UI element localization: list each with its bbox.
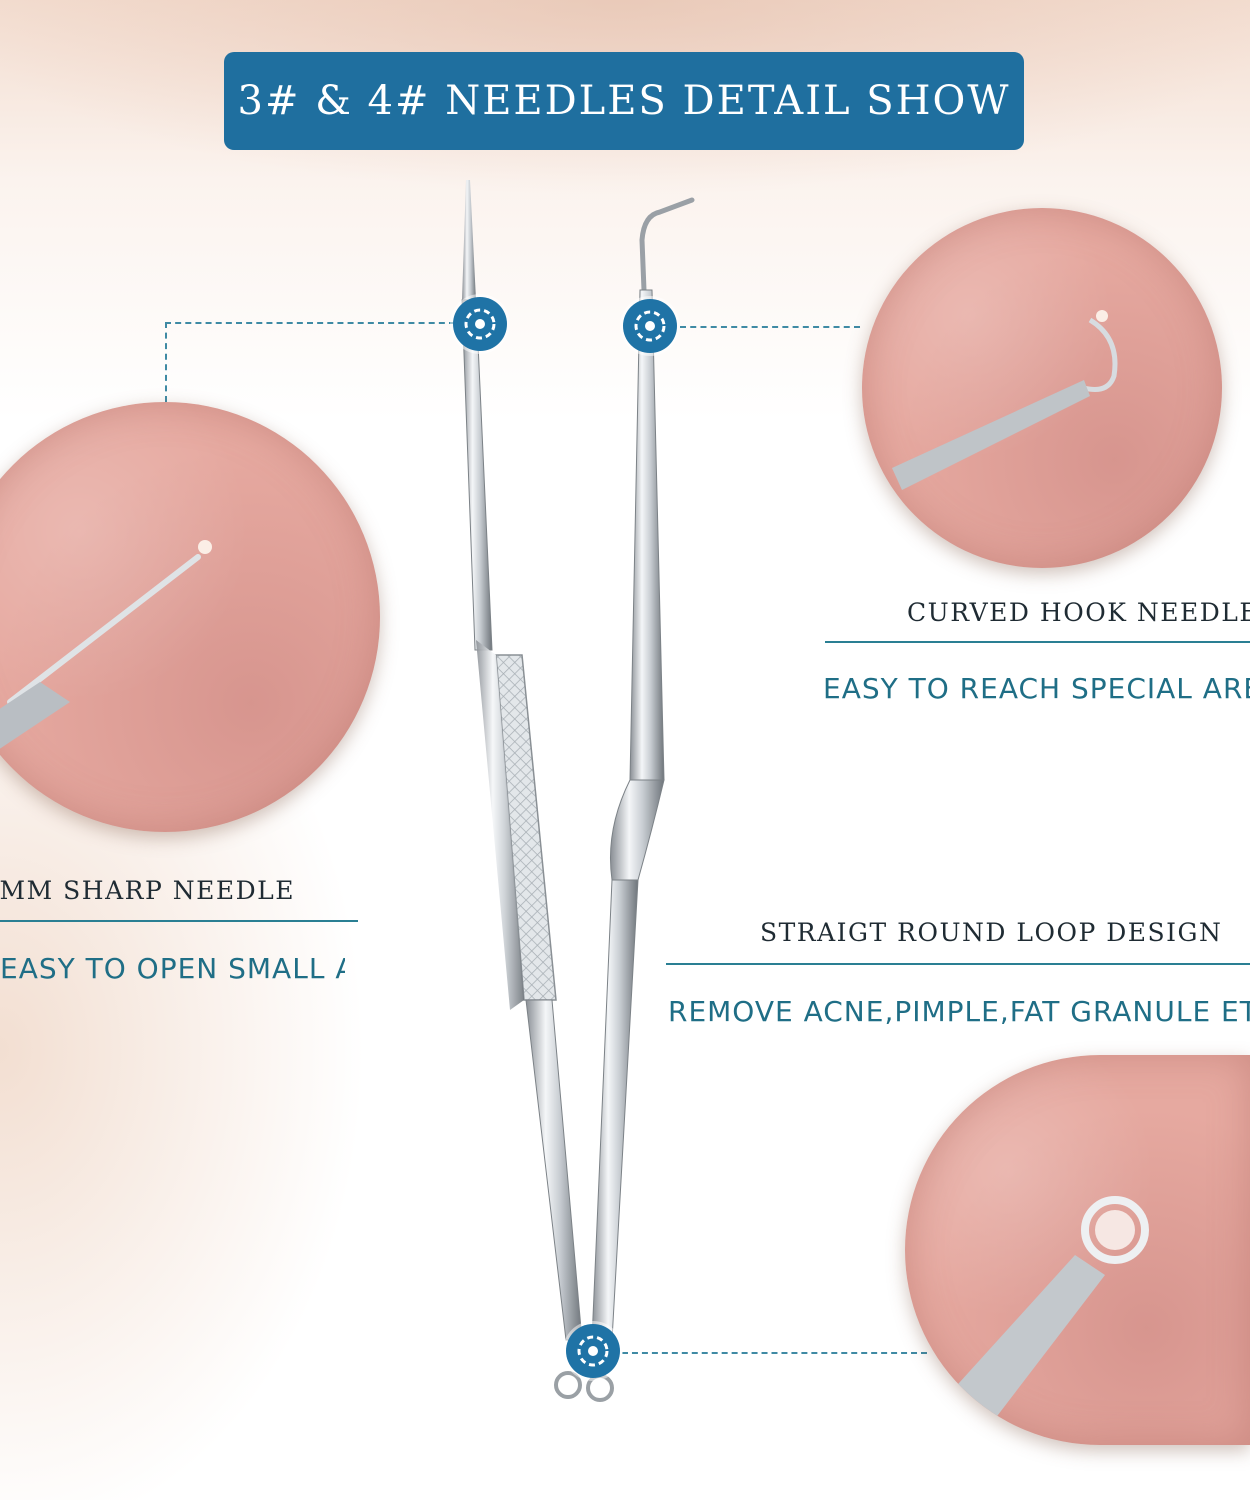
feature-rule-right-top xyxy=(825,641,1250,643)
hook-needle-closeup-image xyxy=(862,208,1222,568)
feature-desc-round-loop: REMOVE ACNE,PIMPLE,FAT GRANULE ETC xyxy=(668,995,1250,1028)
banner-title: 3# & 4# NEEDLES DETAIL SHOW xyxy=(237,78,1011,124)
sharp-needle-closeup-image xyxy=(0,402,380,832)
target-marker-icon xyxy=(566,1324,620,1378)
hook-needle-tool xyxy=(586,197,695,1402)
feature-title-round-loop: STRAIGT ROUND LOOP DESIGN xyxy=(760,918,1223,947)
feature-desc-sharp-needle: EASY TO OPEN SMALL ACNE xyxy=(0,952,345,985)
leader-line-right-bottom xyxy=(622,1352,927,1354)
feature-title-sharp-needle: 1MM SHARP NEEDLE xyxy=(0,876,295,905)
leader-line-left-v xyxy=(165,322,167,402)
feature-title-hook-needle: CURVED HOOK NEEDLE xyxy=(907,598,1250,627)
leader-line-left-h xyxy=(165,322,455,324)
header-banner: 3# & 4# NEEDLES DETAIL SHOW xyxy=(224,52,1024,150)
feature-desc-hook-needle: EASY TO REACH SPECIAL AREA xyxy=(823,672,1250,705)
target-marker-icon xyxy=(623,299,677,353)
target-marker-icon xyxy=(453,297,507,351)
leader-line-right-top xyxy=(680,326,860,328)
loop-closeup-image xyxy=(905,1055,1250,1445)
feature-rule-right-mid xyxy=(666,963,1250,965)
sharp-needle-tool xyxy=(461,180,583,1399)
feature-rule-left xyxy=(0,920,358,922)
